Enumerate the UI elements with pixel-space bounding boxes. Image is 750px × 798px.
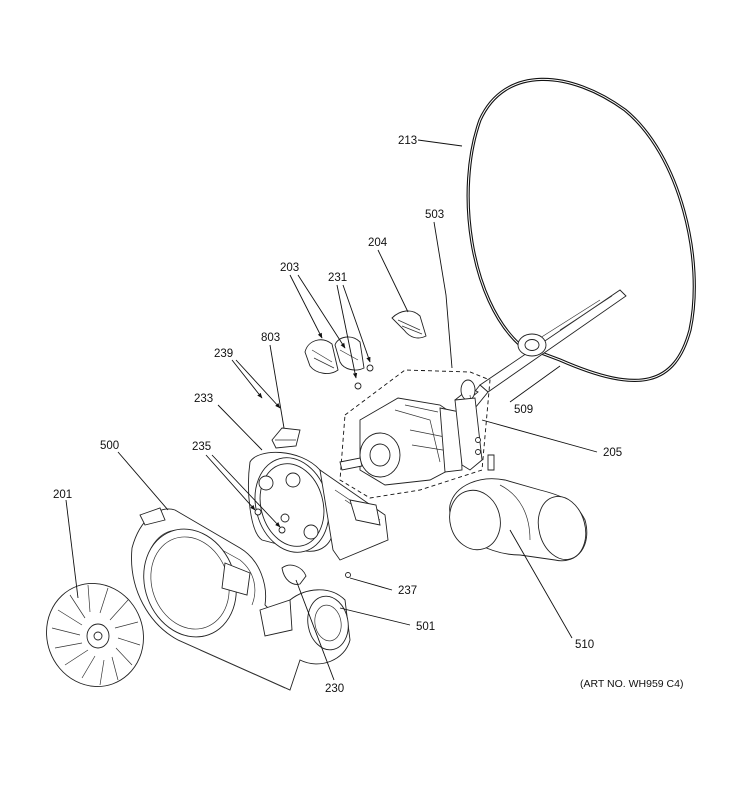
callout-201: 201 [53, 489, 72, 501]
blower-wheel [46, 583, 144, 687]
callout-237: 237 [398, 585, 417, 597]
motor-bearing-straps [304, 336, 365, 374]
callout-235: 235 [192, 441, 211, 453]
callout-510: 510 [575, 639, 594, 651]
callout-233: 233 [194, 393, 213, 405]
leader-lines [65, 139, 598, 681]
callout-labels: 213 503 204 203 231 803 239 233 235 500 … [53, 135, 622, 695]
callout-509: 509 [514, 404, 533, 416]
callout-239: 239 [214, 348, 233, 360]
motor-strap-clips [354, 364, 374, 390]
callout-204: 204 [368, 237, 388, 249]
callout-803: 803 [261, 332, 280, 344]
belt-tension-clip [391, 310, 427, 339]
callout-205: 205 [603, 447, 622, 459]
vent-duct [449, 478, 588, 562]
callout-501: 501 [416, 621, 435, 633]
idler-bracket [454, 397, 495, 471]
drive-belt [466, 77, 696, 382]
callout-230: 230 [325, 683, 344, 695]
callout-203: 203 [280, 262, 299, 274]
callout-213: 213 [398, 135, 417, 147]
art-number: (ART NO. WH959 C4) [580, 678, 683, 690]
callout-231: 231 [328, 272, 347, 284]
callout-503: 503 [425, 209, 444, 221]
duct-clamp [281, 564, 307, 585]
idler-pulley-assembly [467, 289, 627, 409]
housing-screws [254, 508, 286, 534]
mounting-screw [345, 572, 351, 578]
callout-500: 500 [100, 440, 119, 452]
motor-mount-bracket [271, 427, 301, 449]
